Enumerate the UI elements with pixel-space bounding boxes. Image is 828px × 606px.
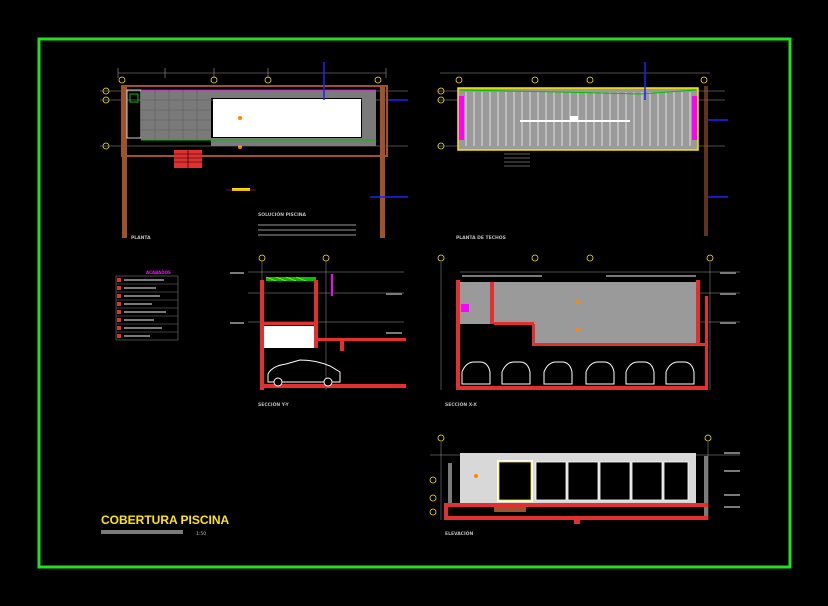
section-xx-view: SECCIÓN X-X [437,254,740,408]
roof-plan-view: PLANTA DE TECHOS [437,62,728,241]
sheet-scale: 1:50 [196,531,206,537]
elevation-view: ELEVACIÓN [429,434,740,537]
elevation-label: ELEVACIÓN [445,530,473,537]
legend-heading: ACABADOS [146,270,171,275]
section-yy-view: SECCIÓN Y-Y [230,254,406,408]
section-xx-label: SECCIÓN X-X [445,401,477,408]
section-yy-label: SECCIÓN Y-Y [258,401,290,408]
notes-block: SOLUCIÓN PISCINA [258,211,356,236]
plan-view-label: PLANTA [131,235,151,241]
title-block: COBERTURA PISCINA 1:50 [101,513,230,537]
plan-view: PLANTA [100,62,408,241]
roof-plan-label: PLANTA DE TECHOS [456,235,506,241]
notes-heading: SOLUCIÓN PISCINA [258,211,307,218]
sheet-title: COBERTURA PISCINA [101,513,230,527]
finishes-legend: ACABADOS [115,270,179,341]
sheet-frame [37,37,792,569]
